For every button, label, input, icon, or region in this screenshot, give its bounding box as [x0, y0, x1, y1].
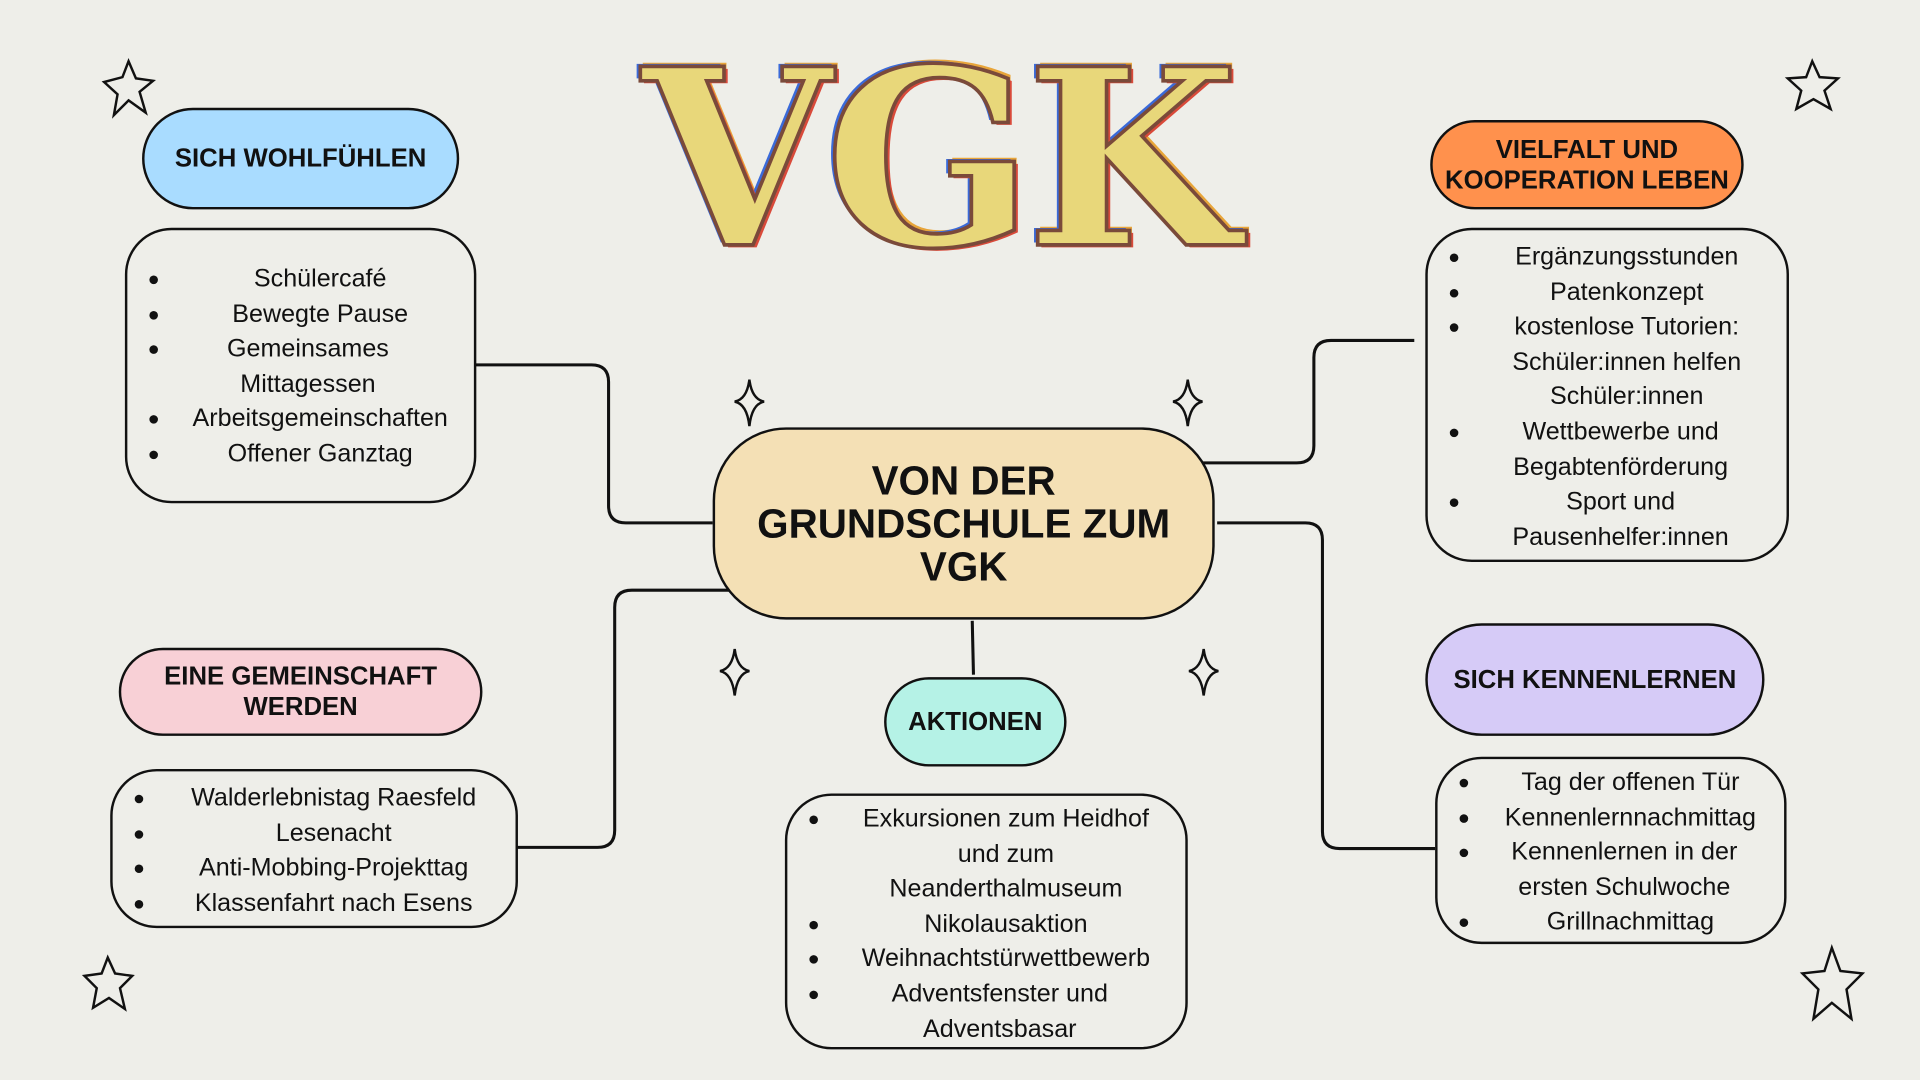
branch-title-gemeinschaft: EINE GEMEINSCHAFT WERDEN: [118, 647, 483, 736]
branch-title-aktionen: AKTIONEN: [884, 677, 1067, 767]
branch-list-gemeinschaft: Walderlebnistag Raesfeld Lesenacht Anti-…: [110, 768, 518, 929]
list-item: Ergänzungsstunden: [1442, 240, 1774, 275]
branch-list-wohlfuehlen: Schülercafé Bewegte Pause Gemeinsames Mi…: [124, 227, 477, 504]
star-icons: [81, 57, 1866, 1022]
branch-list-kennenlernen: Tag der offenen Tür Kennenlernnachmittag…: [1435, 756, 1787, 945]
branch-title-vielfalt: VIELFALT UND KOOPERATION LEBEN: [1430, 120, 1744, 210]
list-item: Grillnachmittag: [1452, 905, 1772, 940]
list-item: Walderlebnistag Raesfeld: [127, 781, 503, 816]
branch-title-wohlfuehlen: SICH WOHLFÜHLEN: [142, 107, 460, 210]
list-item: Exkursionen zum Heidhof und zum Neandert…: [802, 802, 1173, 907]
list-item: Nikolausaktion: [802, 907, 1173, 942]
connector-aktionen: [970, 620, 975, 675]
star-icon: [1799, 943, 1866, 1022]
branch-list-aktionen: Exkursionen zum Heidhof und zum Neandert…: [784, 793, 1188, 1050]
list-item: Arbeitsgemeinschaften: [142, 402, 462, 437]
connector-vielfalt: [1200, 338, 1415, 465]
star-icon: [1784, 58, 1841, 112]
list-item: Patenkonzept: [1442, 275, 1774, 310]
list-item: Anti-Mobbing-Projekttag: [127, 851, 503, 886]
list-item: Tag der offenen Tür: [1452, 765, 1772, 800]
connector-kennenlernen: [1217, 521, 1436, 851]
list-item: Adventsfenster und Adventsbasar: [802, 977, 1173, 1047]
list-item: Kennenlernnachmittag: [1452, 800, 1772, 835]
branch-list-vielfalt: Ergänzungsstunden Patenkonzept kostenlos…: [1425, 227, 1789, 563]
sparkle-icon: [734, 379, 765, 427]
center-topic: VON DER GRUNDSCHULE ZUM VGK: [712, 427, 1215, 620]
list-item: Klassenfahrt nach Esens: [127, 886, 503, 921]
list-item: Offener Ganztag: [142, 437, 462, 472]
list-item: Sport und Pausenhelfer:innen: [1442, 485, 1774, 555]
list-item: Weihnachtstürwettbewerb: [802, 942, 1173, 977]
sparkle-icon: [1188, 648, 1219, 696]
list-item: Schülercafé: [142, 262, 462, 297]
list-item: Wettbewerbe und Begabtenförderung: [1442, 415, 1774, 485]
vgk-logo: VGK: [640, 13, 1241, 304]
list-item: Lesenacht: [127, 816, 503, 851]
sparkle-icons: [719, 379, 1219, 696]
list-item: Gemeinsames Mittagessen: [142, 332, 462, 402]
star-icon: [101, 57, 156, 119]
star-icon: [81, 954, 135, 1012]
sparkle-icon: [719, 648, 750, 696]
list-item: Bewegte Pause: [142, 297, 462, 332]
connector-wohlfuehlen: [475, 363, 713, 525]
branch-title-kennenlernen: SICH KENNENLERNEN: [1425, 623, 1765, 736]
list-item: kostenlose Tutorien: Schüler:innen helfe…: [1442, 310, 1774, 415]
connector-gemeinschaft: [516, 588, 733, 849]
sparkle-icon: [1172, 379, 1203, 427]
list-item: Kennenlernen in der ersten Schulwoche: [1452, 835, 1772, 905]
